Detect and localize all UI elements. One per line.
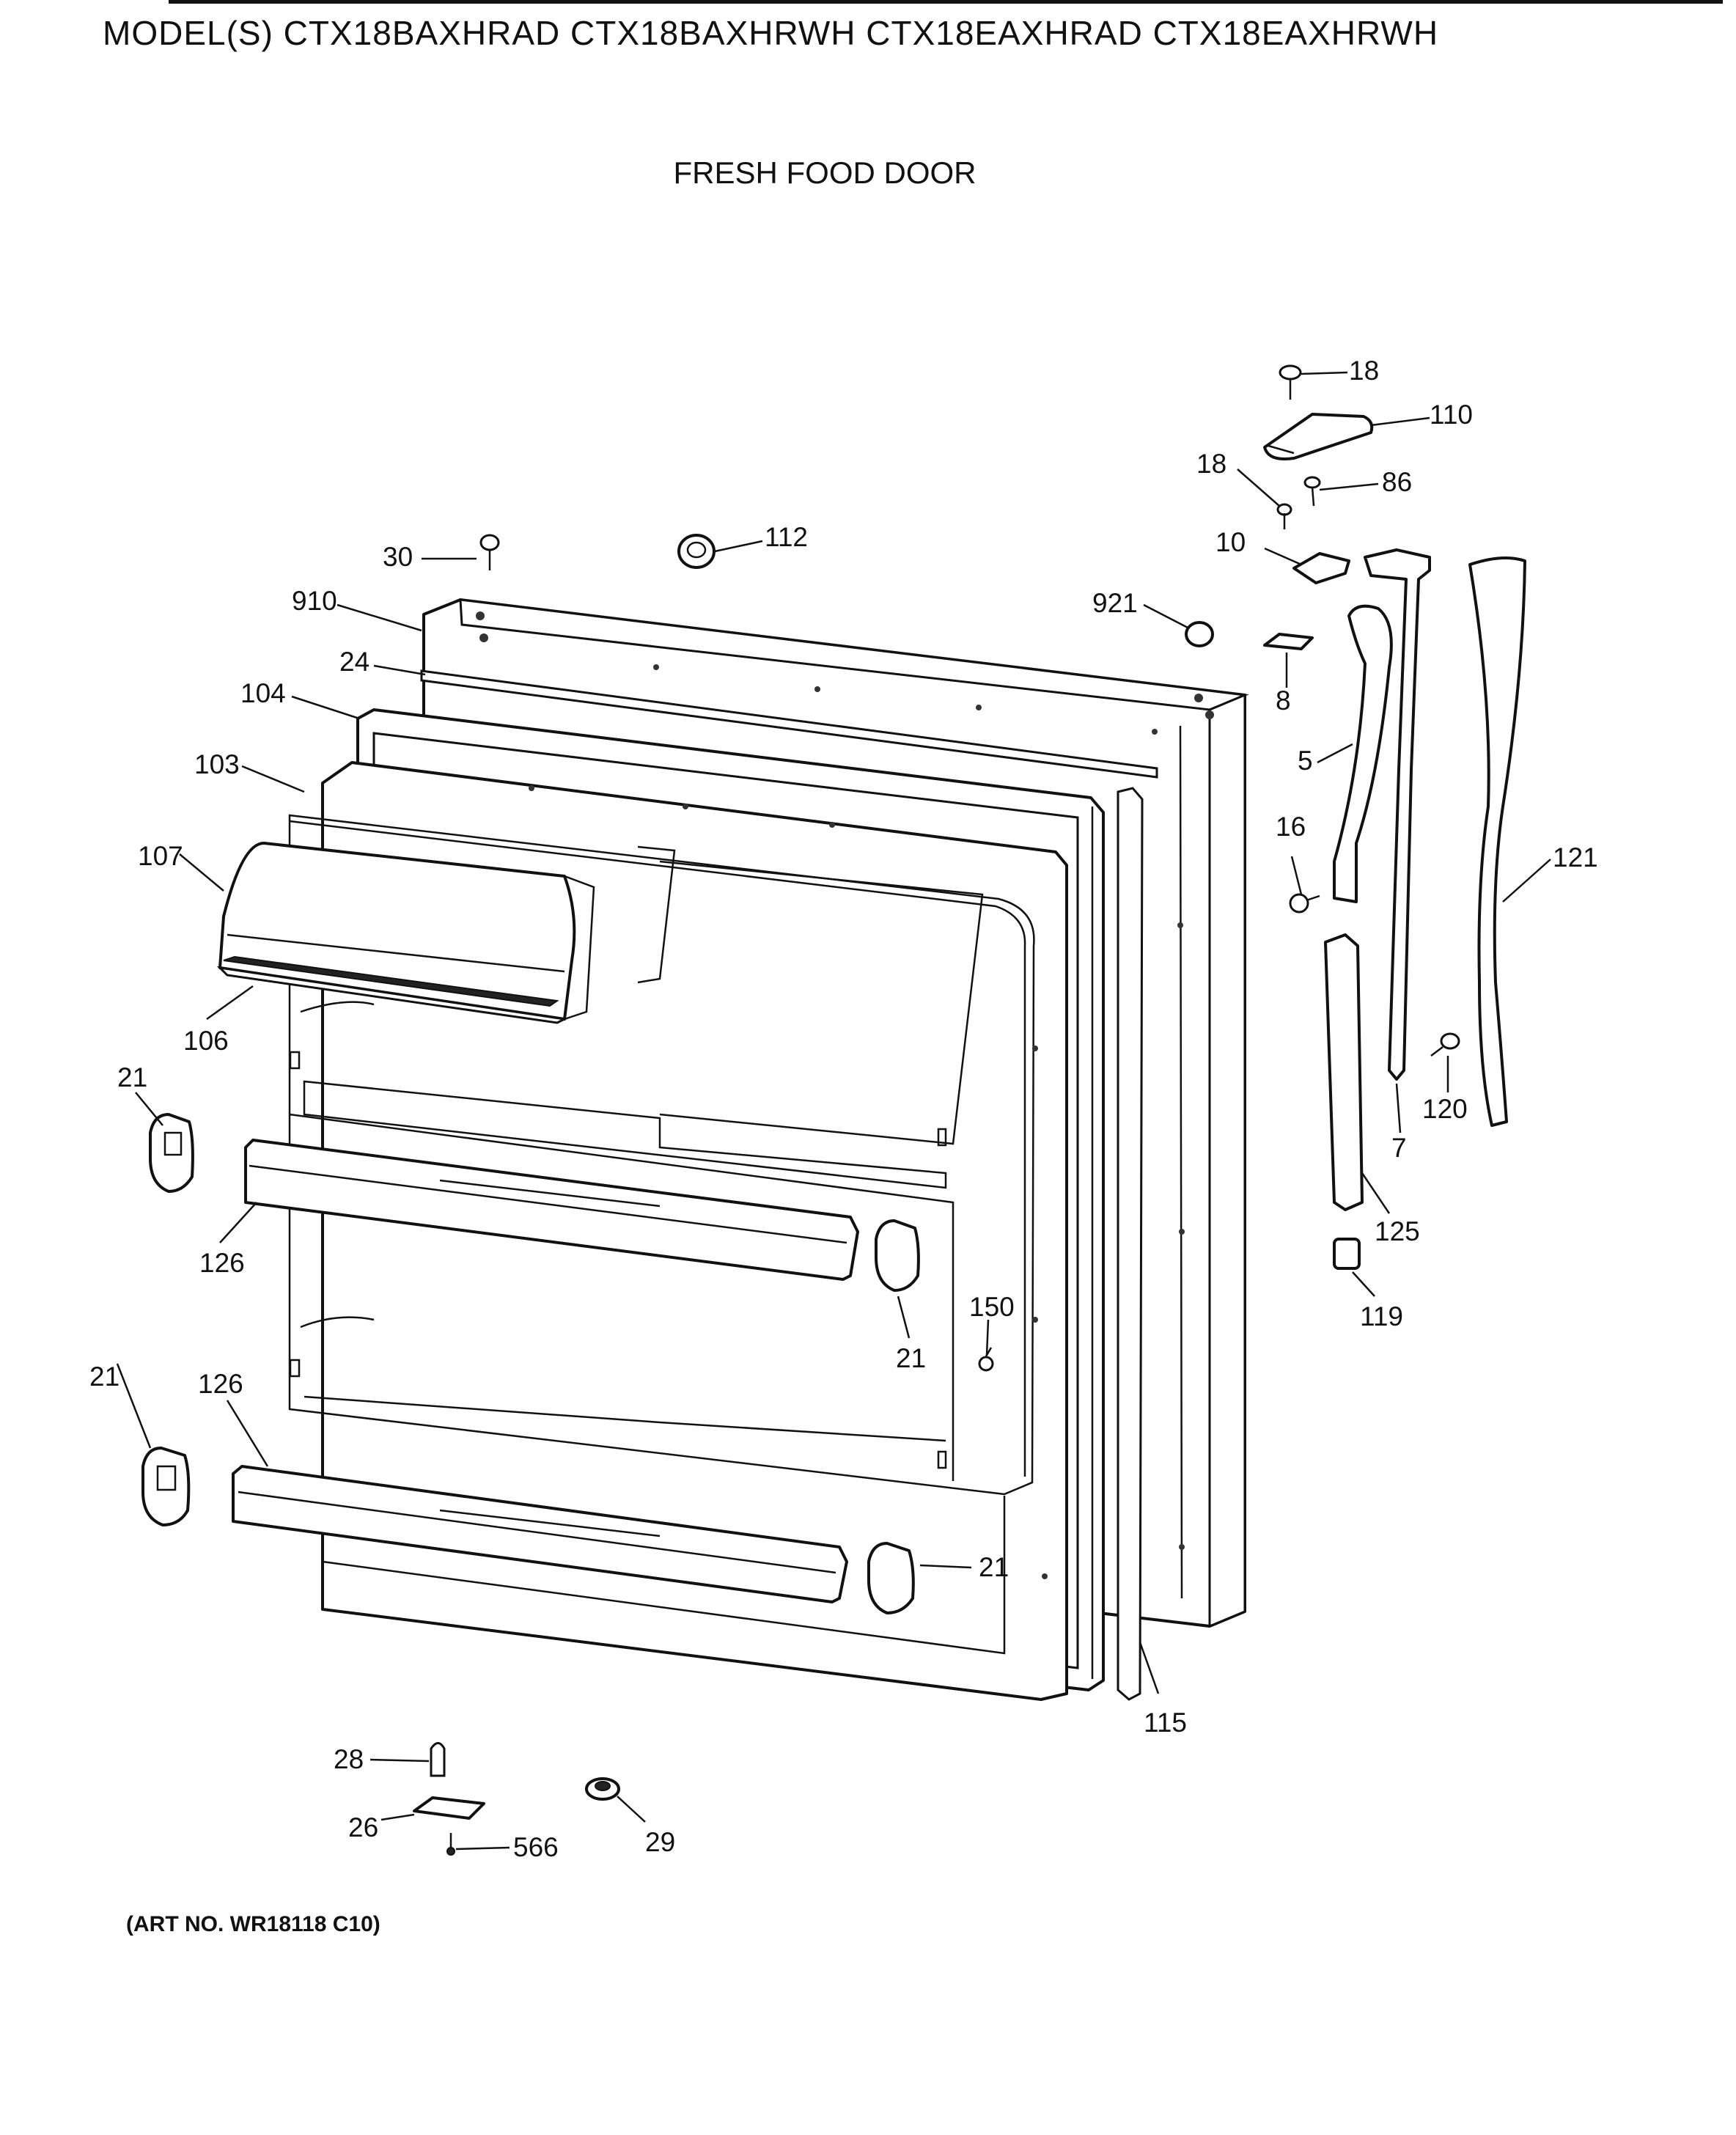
- hinge-pin-7: [1364, 548, 1431, 1081]
- callout-29: 29: [645, 1827, 675, 1857]
- screw-18-top: [1279, 364, 1302, 400]
- callout-126: 126: [199, 1248, 245, 1278]
- shelf-cap-lower-left: [141, 1447, 191, 1526]
- screw-566: [446, 1833, 455, 1856]
- screw-86: [1303, 476, 1321, 507]
- callout-28: 28: [334, 1744, 364, 1774]
- shelf-cap-upper-right: [875, 1219, 920, 1292]
- callout-labels: 18 110 18 86 30 112 10 910 921 24 8 104 …: [89, 356, 1598, 1862]
- callout-910: 910: [292, 586, 337, 616]
- callout-18: 18: [1349, 356, 1379, 386]
- screw-18-lower: [1276, 503, 1292, 529]
- callout-126: 126: [198, 1369, 243, 1399]
- shelf-cap-upper-left: [149, 1113, 194, 1193]
- bumper-29: [585, 1777, 620, 1801]
- callout-16: 16: [1276, 812, 1306, 842]
- hinge-cover-110: [1263, 413, 1374, 460]
- callout-921: 921: [1092, 588, 1138, 618]
- callout-86: 86: [1382, 467, 1412, 497]
- model-title: MODEL(S) CTX18BAXHRAD CTX18BAXHRWH CTX18…: [103, 14, 1439, 52]
- callout-115: 115: [1144, 1708, 1187, 1738]
- top-rule: [169, 0, 1723, 4]
- bracket-8: [1263, 633, 1314, 650]
- callout-21: 21: [117, 1062, 147, 1092]
- callout-119: 119: [1360, 1301, 1403, 1331]
- hinge-arm-5: [1333, 604, 1393, 903]
- gasket-strip: [1117, 787, 1144, 1701]
- art-number: (ART NO. WR18118 C10): [126, 1912, 380, 1936]
- callout-566: 566: [513, 1832, 559, 1862]
- callout-104: 104: [240, 678, 286, 708]
- callout-121: 121: [1553, 842, 1598, 872]
- plug-921: [1185, 621, 1214, 647]
- callout-7: 7: [1391, 1133, 1407, 1163]
- bracket-125: [1324, 933, 1364, 1211]
- callout-26: 26: [348, 1812, 378, 1842]
- handle-121: [1468, 556, 1526, 1127]
- callout-125: 125: [1375, 1216, 1420, 1246]
- callout-150: 150: [969, 1292, 1015, 1322]
- callout-106: 106: [183, 1026, 229, 1056]
- callout-8: 8: [1276, 686, 1291, 716]
- callout-24: 24: [339, 647, 369, 677]
- dairy-door: [223, 955, 559, 1007]
- callout-103: 103: [194, 749, 240, 779]
- screw-120: [1430, 1032, 1460, 1057]
- dairy-compartment: [216, 842, 595, 1024]
- pin-28: [430, 1742, 446, 1777]
- plate-26: [413, 1796, 485, 1820]
- callout-107: 107: [138, 841, 183, 871]
- trim-strip: [420, 669, 1158, 779]
- diagram-subtitle: FRESH FOOD DOOR: [673, 155, 976, 190]
- callout-30: 30: [383, 542, 413, 572]
- callout-21: 21: [89, 1362, 119, 1392]
- screw-30: [479, 534, 500, 570]
- leader-lines: [116, 371, 1551, 1851]
- callout-5: 5: [1298, 746, 1313, 776]
- callout-18: 18: [1196, 449, 1226, 479]
- hinge-bracket-10: [1292, 552, 1350, 584]
- callout-21: 21: [979, 1552, 1009, 1582]
- callout-21: 21: [896, 1343, 926, 1373]
- door-shelf-upper: [244, 1139, 859, 1281]
- callout-110: 110: [1430, 400, 1473, 430]
- shelf-cap-lower-right: [867, 1542, 915, 1614]
- bushing-119: [1333, 1238, 1361, 1270]
- callout-10: 10: [1215, 527, 1246, 557]
- door-shelf-lower: [232, 1465, 848, 1603]
- callout-120: 120: [1422, 1094, 1468, 1124]
- plug-112: [677, 534, 716, 569]
- callout-112: 112: [765, 522, 808, 552]
- screw-150: [978, 1347, 994, 1372]
- screw-16: [1289, 893, 1320, 914]
